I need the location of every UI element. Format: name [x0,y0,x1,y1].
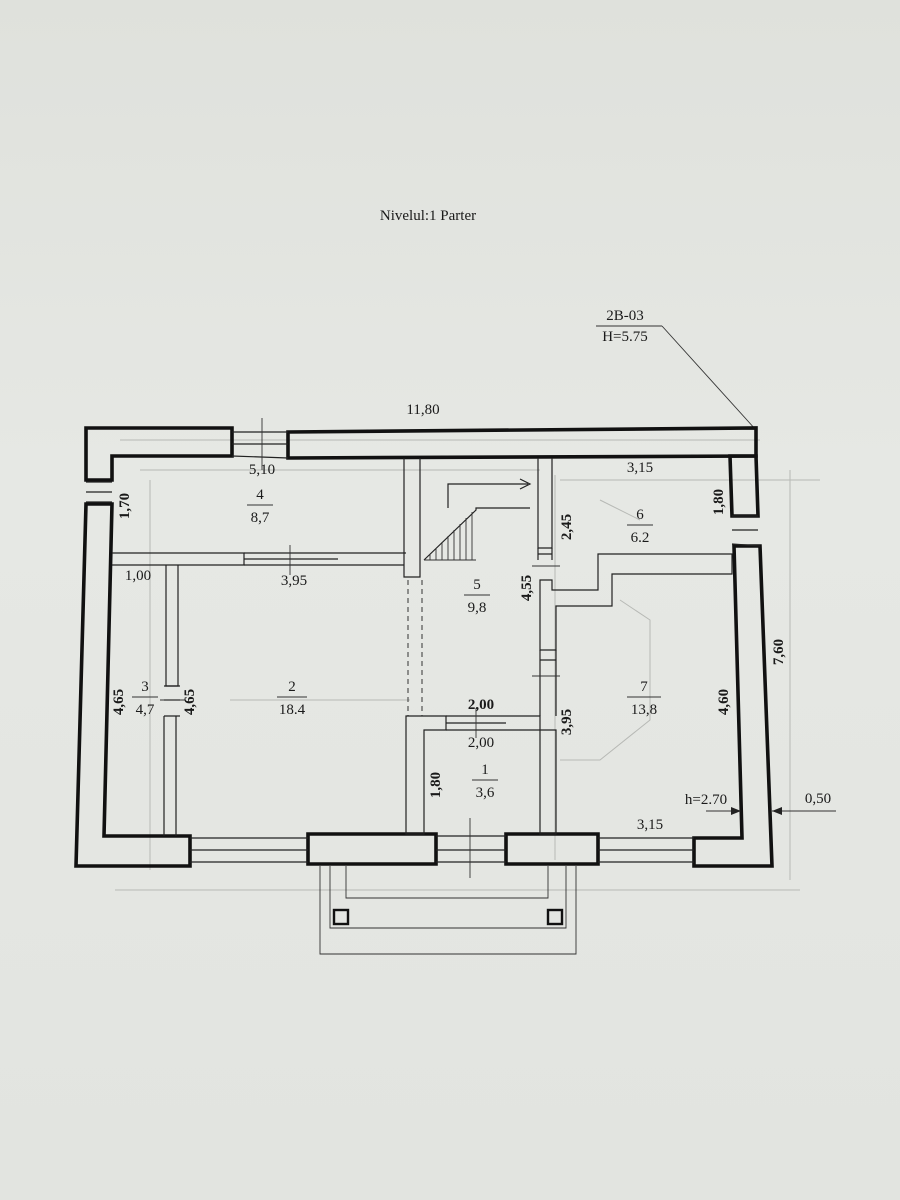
wall-entrance-left [306,832,438,866]
overall-width-label: 11,80 [406,402,439,418]
annotations-right: h=2.70 0,50 [685,791,836,815]
door-5-6 [537,548,553,560]
plan-title: Nivelul:1 Parter [380,208,476,224]
wall-left-lower [74,502,192,868]
room-area: 8,7 [251,510,270,526]
stair-arrowhead [519,478,532,490]
ceiling-height-label: h=2.70 [685,792,727,808]
dim-room3-width: 1,00 [125,568,151,584]
stair-outline [423,507,530,561]
partition-1-right [506,715,557,835]
room-1-label: 1 3,6 [472,762,498,801]
wall-right-upper [728,454,760,518]
dim-room7-width-bottom: 3,15 [637,817,663,833]
porch-step [329,866,567,929]
wall-entrance-right [504,832,600,866]
porch-outer [319,866,577,955]
room-number: 4 [256,487,264,503]
interior-walls [112,418,733,878]
marker-leader-line [661,325,757,431]
wall-top-left [84,426,234,482]
window-right [731,515,761,547]
offset-right-arrowhead [772,807,782,815]
partition-6-7 [539,553,733,651]
window-bottom-left [190,837,308,863]
wall-right-lower [692,544,774,868]
room-5-label: 5 9,8 [464,577,490,616]
dim-room6-left-height: 2,45 [559,514,575,540]
windows [86,431,761,863]
room-7-label: 7 13,8 [627,679,661,718]
dim-room7-right-height: 4,60 [716,689,732,715]
room-number: 7 [640,679,648,695]
marker-code: 2B-03 [606,308,644,324]
dim-room3-left-height: 4,65 [111,689,127,715]
room-area: 6.2 [631,530,650,546]
dim-room2-width: 3,95 [281,573,307,589]
partition-4-5 [403,458,421,578]
partition-4-3 [112,552,245,566]
porch-post-right [546,908,564,926]
room-4-label: 4 8,7 [247,487,273,526]
dim-room5-height: 4,55 [519,575,535,601]
stair-treads [424,512,476,561]
ceiling-height-arrowhead [731,807,741,815]
dim-room4-height: 1,70 [117,493,133,519]
ghost-underlay [115,439,820,891]
partition-5-7 [539,670,557,716]
room-3-label: 3 4,7 [132,679,158,718]
dim-room3-right-height: 4,65 [182,689,198,715]
room-area: 9,8 [468,600,487,616]
porch [319,866,577,955]
room-labels: 4 8,7 5 9,8 6 6.2 3 4,7 2 18.4 7 13,8 [132,487,661,801]
entrance-door [436,835,506,863]
room-area: 4,7 [136,702,155,718]
dim-room1-height: 1,80 [428,772,444,798]
room-area: 18.4 [279,702,306,718]
partition-4-2 [338,552,406,566]
partition-3-2-top [165,565,179,687]
room-area: 3,6 [476,785,495,801]
stair-run-arrow [447,483,528,508]
dimension-labels: 5,10 1,00 3,95 2,00 2,00 3,15 3,15 1,70 … [111,460,787,833]
window-left [86,481,112,503]
partition-5-6 [537,458,553,549]
dim-room4-width: 5,10 [249,462,275,478]
room-number: 5 [473,577,481,593]
dim-room6-right-height: 1,80 [711,489,727,515]
window-top [231,431,289,459]
dim-room1-width-bottom: 2,00 [468,735,494,751]
porch-inner [345,866,549,899]
wall-top-main [286,426,758,460]
dim-room6-width: 3,15 [627,460,653,476]
marker-height: H=5.75 [602,329,648,345]
height-marker: 2B-03 H=5.75 [596,308,757,431]
room-2-label: 2 18.4 [277,679,307,718]
room-number: 2 [288,679,296,695]
door-3-2 [164,685,180,717]
door-4-2 [244,552,338,566]
room-area: 13,8 [631,702,657,718]
partition-3-2-bottom [163,716,177,836]
porch-post-left [332,908,350,926]
room-number: 6 [636,507,644,523]
offset-right-label: 0,50 [805,791,831,807]
exterior-walls [74,426,774,868]
staircase [423,478,532,561]
room-number: 3 [141,679,149,695]
room-6-label: 6 6.2 [627,507,653,546]
dim-outer-height-right: 7,60 [771,639,787,665]
door-5-7 [539,650,557,670]
opening-2-5 [407,580,423,716]
dim-room7-left-height: 3,95 [559,709,575,735]
room-number: 1 [481,762,489,778]
dim-room1-width-top: 2,00 [468,697,494,713]
window-bottom-right [598,837,694,863]
